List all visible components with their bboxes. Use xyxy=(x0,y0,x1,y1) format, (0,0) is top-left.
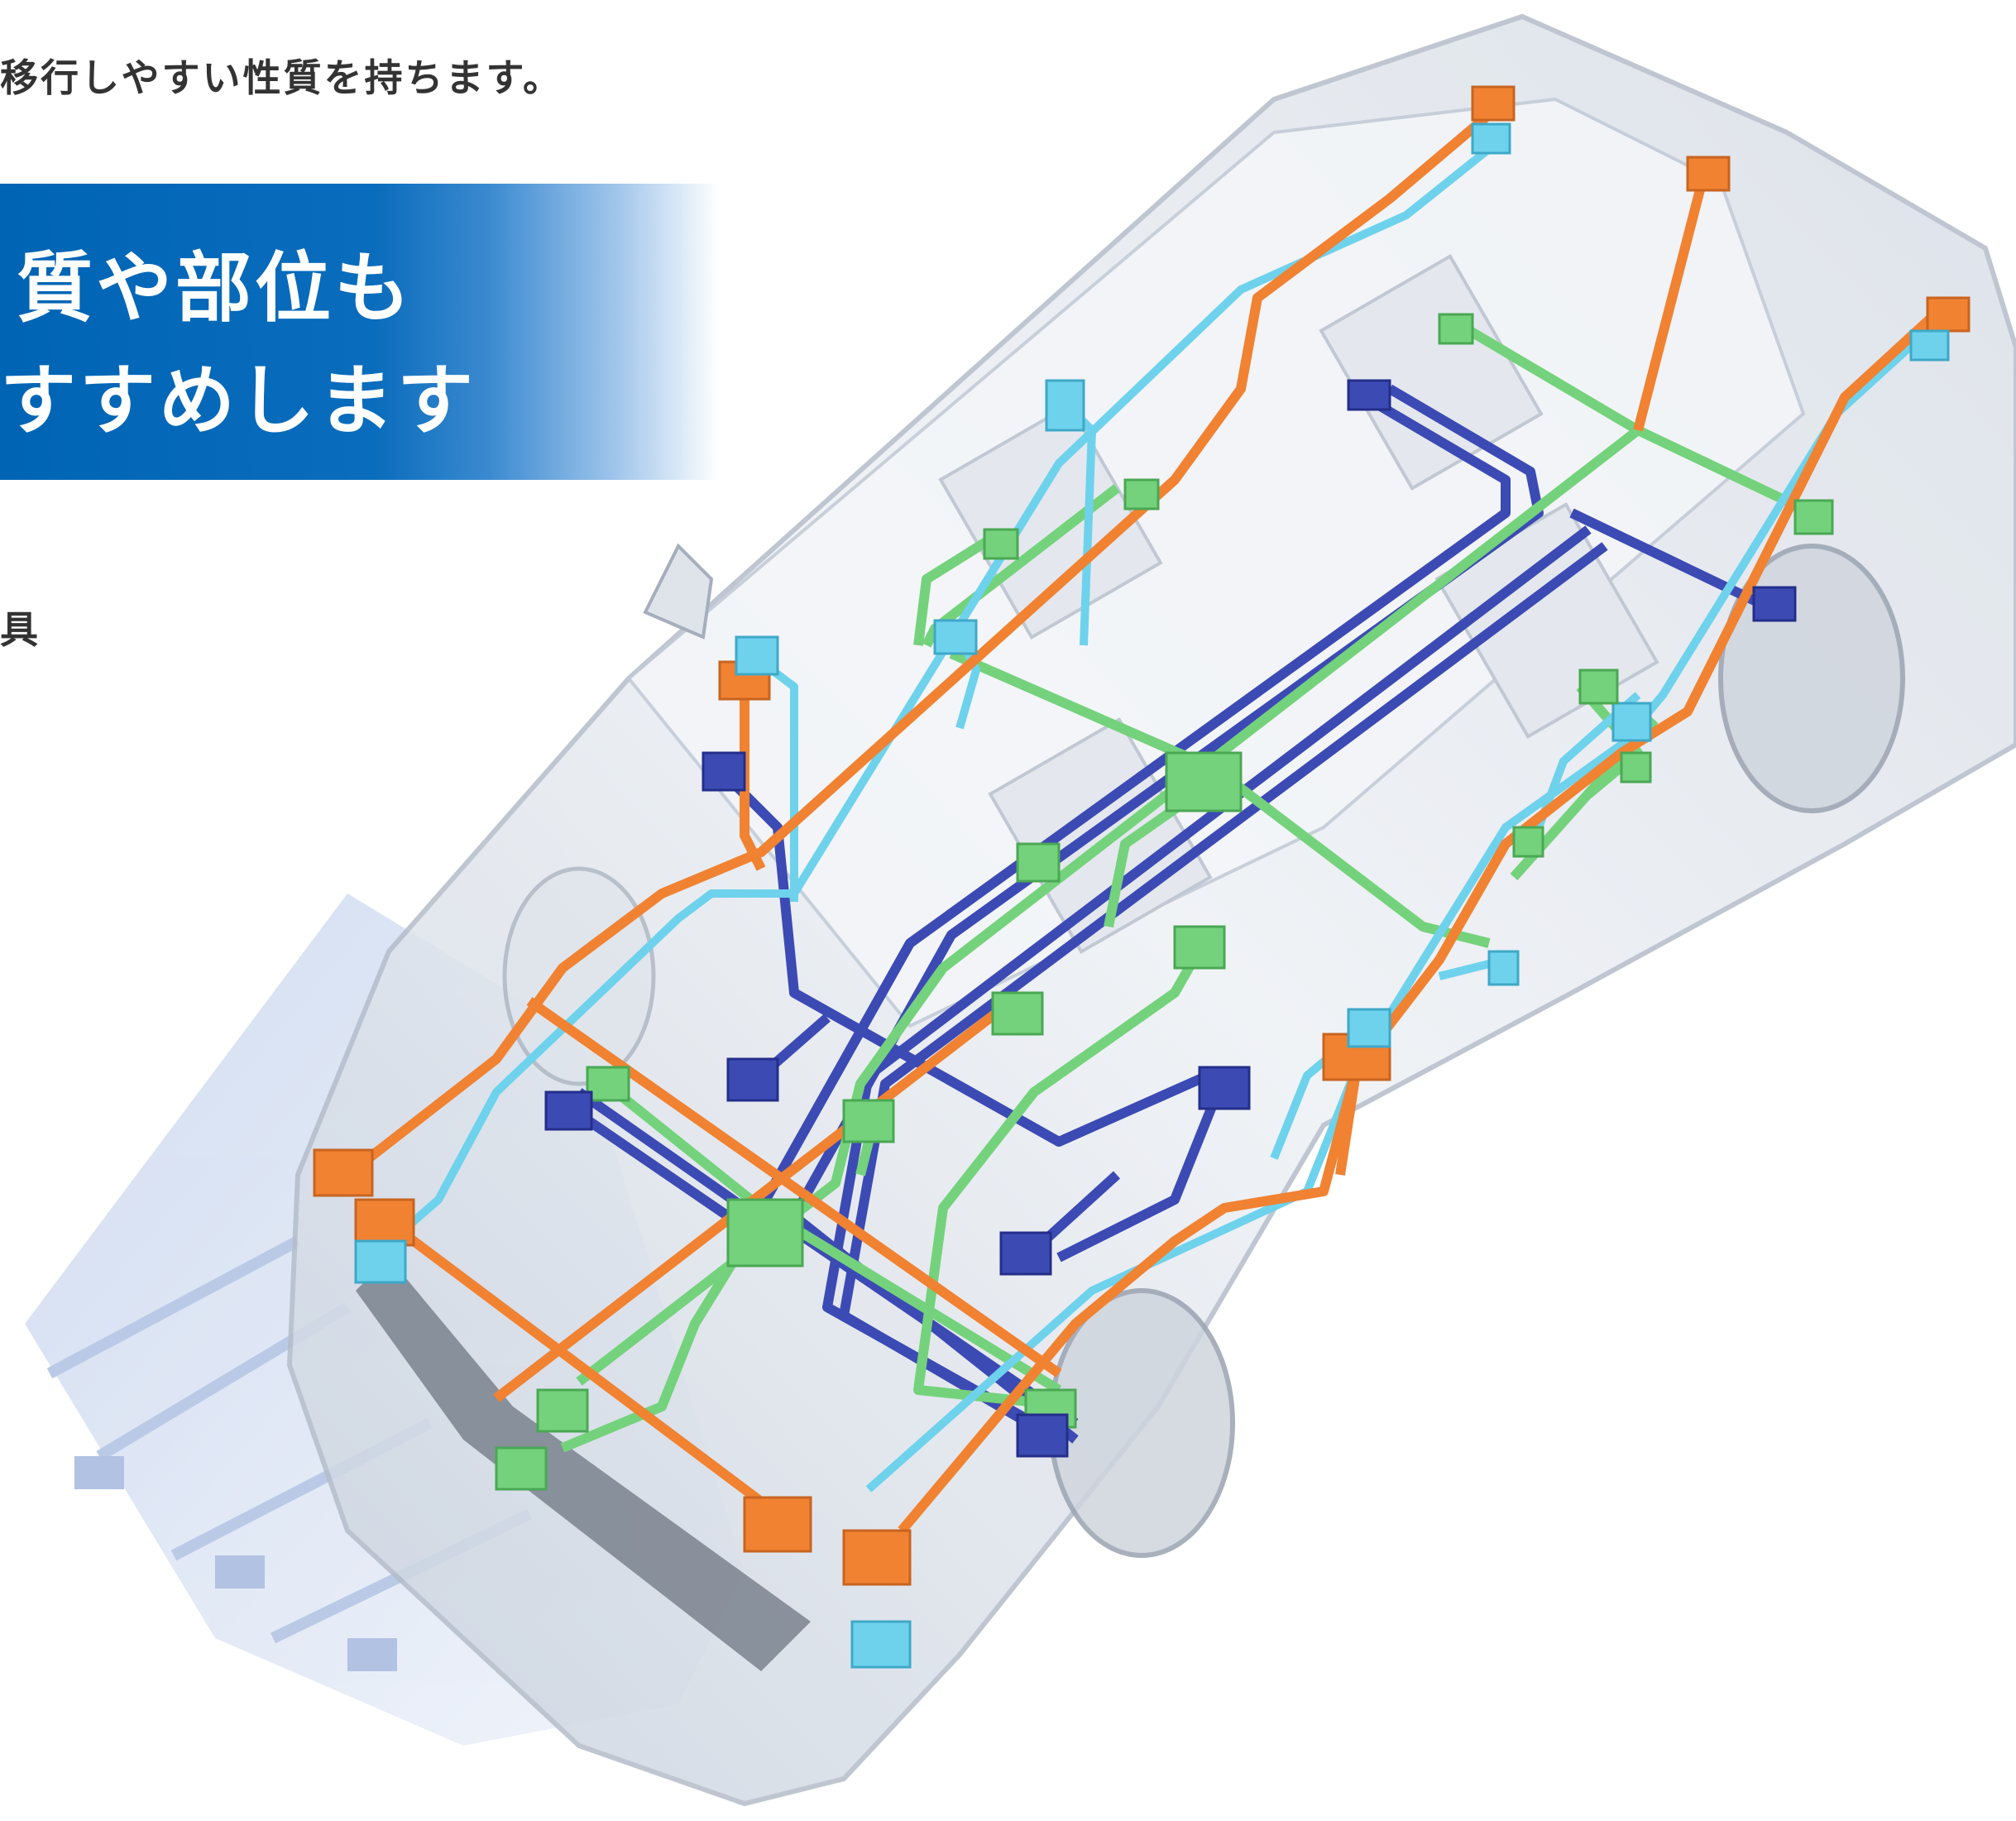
connectors-green xyxy=(495,313,1834,1491)
headline-line-1: 質や部位も xyxy=(17,244,414,333)
connectors-orange xyxy=(313,85,1971,1586)
connectors-light-blue xyxy=(354,122,1950,1669)
headline-banner: 質や部位も すすめします xyxy=(0,184,720,480)
headline-line-2: すすめします xyxy=(0,357,477,445)
connectors-navy xyxy=(544,379,1797,1458)
body-text-fragment: 具 xyxy=(0,607,38,652)
intro-text: 移行しやすい性質を持ちます。 xyxy=(0,55,563,100)
